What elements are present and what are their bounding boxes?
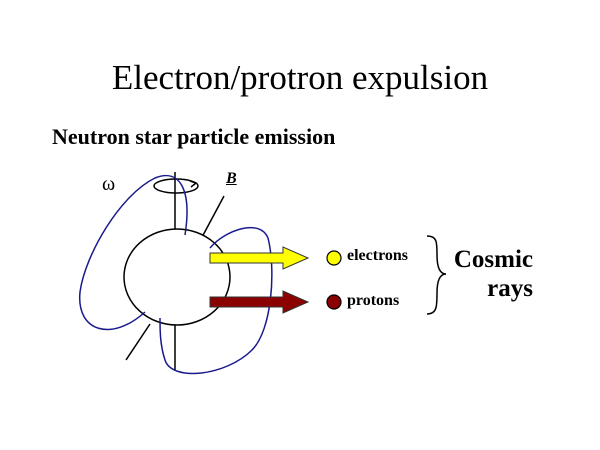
neutron-star bbox=[123, 228, 231, 326]
protons-label: protons bbox=[347, 292, 400, 309]
proton-arrow bbox=[209, 290, 310, 314]
proton-dot-icon bbox=[326, 294, 342, 310]
rotation-arrowhead bbox=[189, 180, 198, 188]
magnetic-axis-top bbox=[200, 195, 225, 240]
electrons-label: electrons bbox=[347, 247, 409, 264]
cosmic-label: Cosmic bbox=[453, 246, 533, 273]
field-line-right bbox=[159, 226, 273, 375]
slide-title: Electron/protron expulsion bbox=[111, 58, 489, 97]
field-line-left bbox=[79, 175, 188, 331]
cosmic-rays-label: Cosmic rays bbox=[454, 245, 533, 303]
omega-label: ω bbox=[102, 173, 116, 195]
electron-arrow bbox=[209, 246, 310, 270]
magnetic-axis-bottom bbox=[125, 323, 151, 361]
field-label: B bbox=[226, 170, 237, 187]
brace bbox=[426, 235, 447, 315]
rays-label: rays bbox=[487, 275, 533, 302]
slide-subtitle: Neutron star particle emission bbox=[52, 124, 336, 149]
electron-dot-icon bbox=[326, 250, 342, 266]
